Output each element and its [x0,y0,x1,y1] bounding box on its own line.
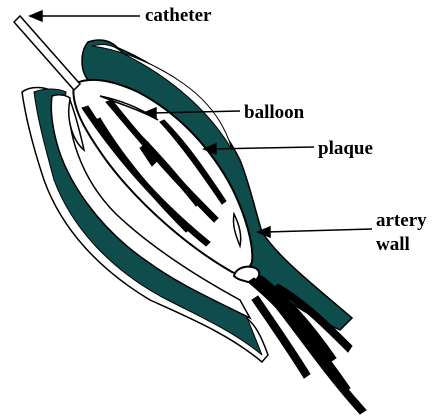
catheter-arrowhead [30,11,42,21]
artery-wall-label-line1: artery [376,211,427,230]
artery-wall-leader [266,229,372,232]
plaque-label: plaque [318,139,373,158]
artery-wall-label-line2: wall [376,235,410,254]
catheter [14,16,80,90]
catheter-label: catheter [145,6,211,25]
balloon-label: balloon [244,103,304,122]
